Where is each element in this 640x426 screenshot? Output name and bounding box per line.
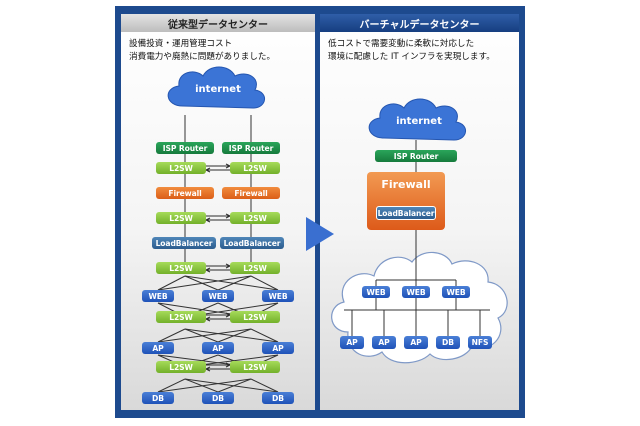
- firewall-1: Firewall: [156, 187, 214, 199]
- l2sw-1b: L2SW: [230, 162, 280, 174]
- isp-router-1: ISP Router: [156, 142, 214, 154]
- ap-server-2: AP: [202, 342, 234, 354]
- internet-cloud-shape: [167, 66, 265, 109]
- virtual-web-1: WEB: [362, 286, 390, 298]
- web-server-2: WEB: [202, 290, 234, 302]
- virtual-nfs: NFS: [468, 336, 492, 349]
- l2sw-1a: L2SW: [156, 162, 206, 174]
- l2sw-5a: L2SW: [156, 361, 206, 373]
- virtual-diagram-lines: [331, 98, 508, 364]
- virtual-loadbalancer: LoadBalancer: [376, 206, 436, 220]
- internet-cloud-label-right: internet: [396, 116, 442, 127]
- virtual-ap-3: AP: [404, 336, 428, 349]
- diagram-frame: 従来型データセンター 設備投資・運用管理コスト 消費電力や廃熱に問題がありました…: [115, 6, 525, 418]
- transition-arrow-icon: [306, 217, 334, 251]
- traditional-desc-line-2: 消費電力や廃熱に問題がありました。: [129, 52, 276, 62]
- l2sw-5b: L2SW: [230, 361, 280, 373]
- loadbalancer-2: LoadBalancer: [220, 237, 284, 249]
- virtual-isp-router: ISP Router: [375, 150, 457, 162]
- virtual-firewall-block: Firewall LoadBalancer: [367, 172, 445, 230]
- virtual-datacenter-description: 低コストで需要変動に柔軟に対応した 環境に配慮した IT インフラを実現します。: [328, 38, 495, 64]
- traditional-datacenter-description: 設備投資・運用管理コスト 消費電力や廃熱に問題がありました。: [129, 38, 275, 64]
- virtual-datacenter-panel: バーチャルデータセンター 低コストで需要変動に柔軟に対応した 環境に配慮した I…: [320, 14, 519, 410]
- traditional-datacenter-title: 従来型データセンター: [121, 14, 315, 32]
- internet-cloud-label: internet: [195, 84, 241, 95]
- db-server-2: DB: [202, 392, 234, 404]
- l2sw-2a: L2SW: [156, 212, 206, 224]
- virtual-ap-2: AP: [372, 336, 396, 349]
- traditional-desc-line-1: 設備投資・運用管理コスト: [129, 39, 233, 49]
- isp-router-2: ISP Router: [222, 142, 280, 154]
- virtual-web-2: WEB: [402, 286, 430, 298]
- firewall-2: Firewall: [222, 187, 280, 199]
- virtual-datacenter-title: バーチャルデータセンター: [320, 14, 519, 32]
- virtual-db: DB: [436, 336, 460, 349]
- internet-cloud-shape-right: [368, 98, 466, 141]
- traditional-datacenter-panel: 従来型データセンター 設備投資・運用管理コスト 消費電力や廃熱に問題がありました…: [121, 14, 315, 410]
- l2sw-4b: L2SW: [230, 311, 280, 323]
- l2sw-3b: L2SW: [230, 262, 280, 274]
- traditional-diagram-lines: [157, 66, 279, 393]
- virtual-firewall-label: Firewall: [381, 178, 431, 191]
- l2sw-2b: L2SW: [230, 212, 280, 224]
- web-server-3: WEB: [262, 290, 294, 302]
- virtual-web-3: WEB: [442, 286, 470, 298]
- ap-server-3: AP: [262, 342, 294, 354]
- web-server-1: WEB: [142, 290, 174, 302]
- db-server-1: DB: [142, 392, 174, 404]
- ap-server-1: AP: [142, 342, 174, 354]
- virtual-desc-line-2: 環境に配慮した IT インフラを実現します。: [328, 52, 495, 62]
- virtual-ap-1: AP: [340, 336, 364, 349]
- loadbalancer-1: LoadBalancer: [152, 237, 216, 249]
- db-server-3: DB: [262, 392, 294, 404]
- virtual-desc-line-1: 低コストで需要変動に柔軟に対応した: [328, 39, 475, 49]
- l2sw-4a: L2SW: [156, 311, 206, 323]
- l2sw-3a: L2SW: [156, 262, 206, 274]
